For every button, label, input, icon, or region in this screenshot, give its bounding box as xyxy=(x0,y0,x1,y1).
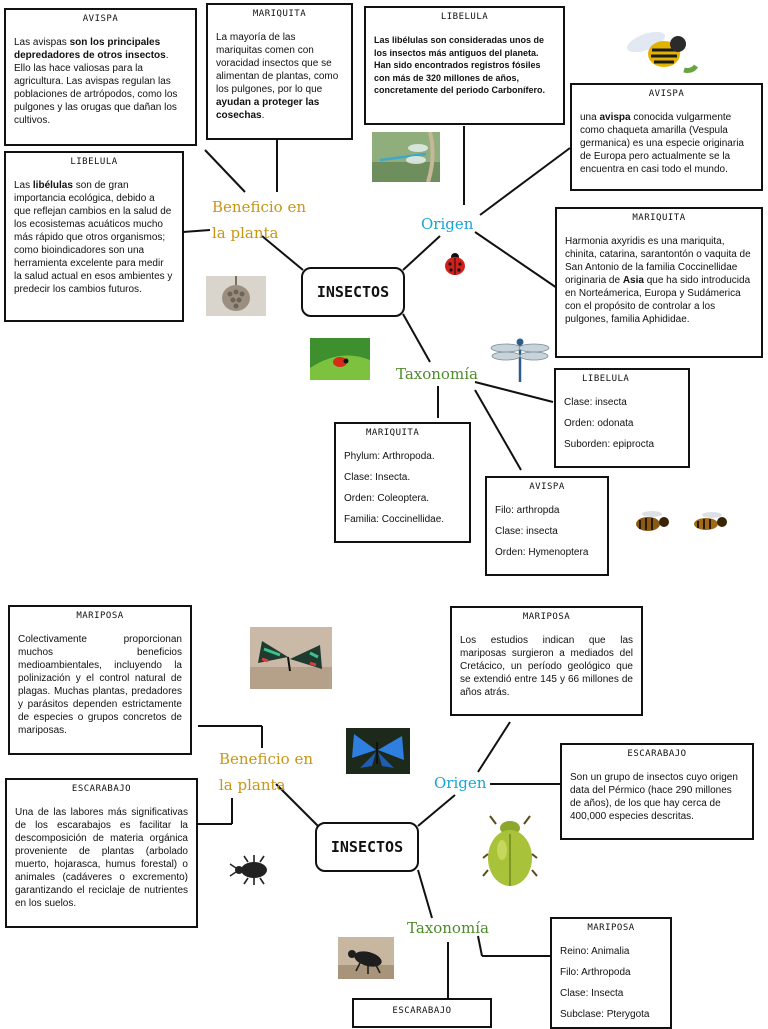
origen-mariquita-box: MARIQUITA Harmonia axyridis es una mariq… xyxy=(555,207,763,358)
box-title: MARIPOSA xyxy=(587,923,635,933)
wasp-photo-icon xyxy=(616,20,700,76)
box-item: Orden: Hymenoptera xyxy=(495,547,589,558)
box-title: MARIPOSA xyxy=(522,612,571,622)
box-item: Reino: Animalia xyxy=(560,946,630,957)
branch-origen-2: Origen xyxy=(434,774,487,792)
branch-origen: Origen xyxy=(421,215,474,233)
box-text: Las avispas son los principales depredad… xyxy=(14,37,178,126)
taxonomia-avispa-box: AVISPA Filo: arthropda Clase: insecta Or… xyxy=(485,476,609,576)
beetle-on-ground-photo-icon xyxy=(338,937,394,979)
origen-escarabajo-box: ESCARABAJO Son un grupo de insectos cuyo… xyxy=(560,743,754,840)
box-item: Clase: Insecta. xyxy=(344,472,411,483)
taxonomia-libelula-box: LIBELULA Clase: insecta Orden: odonata S… xyxy=(554,368,690,468)
wasps-pair-icon xyxy=(636,511,727,531)
box-text: Son un grupo de insectos cuyo origen dat… xyxy=(570,772,738,822)
beneficio-libelula-box: LIBELULA Las libélulas son de gran impor… xyxy=(4,151,184,322)
box-title: MARIPOSA xyxy=(76,611,124,621)
beneficio-mariposa-box: MARIPOSA Colectivamente proporcionan muc… xyxy=(8,605,192,755)
box-text: Colectivamente proporcionan muchos benef… xyxy=(18,634,182,736)
box-item: Phylum: Arthropoda. xyxy=(344,451,435,462)
box-title: AVISPA xyxy=(82,14,119,24)
origen-mariposa-box: MARIPOSA Los estudios indican que las ma… xyxy=(450,606,643,716)
box-title: MARIQUITA xyxy=(632,213,686,223)
ladybug-leaf-photo-icon xyxy=(310,338,370,380)
ladybug-icon xyxy=(445,253,465,275)
box-item: Orden: Coleoptera. xyxy=(344,493,430,504)
dragonfly-photo-icon xyxy=(372,132,440,182)
origen-libelula-box: LIBELULA Las libélulas son consideradas … xyxy=(364,6,565,125)
box-text: Las libélulas son consideradas unos de l… xyxy=(374,35,546,95)
box-text: Una de las labores más significativas de… xyxy=(15,807,188,909)
box-title: ESCARABAJO xyxy=(627,749,687,759)
scarab-green-icon xyxy=(482,815,538,886)
box-text: Harmonia axyridis es una mariquita, chin… xyxy=(565,236,751,325)
box-title: LIBELULA xyxy=(70,157,118,167)
box-title: MARIQUITA xyxy=(252,9,307,19)
beneficio-escarabajo-box: ESCARABAJO Una de las labores más signif… xyxy=(5,778,198,928)
dragonfly-icon xyxy=(490,338,550,382)
box-item: Filo: arthropda xyxy=(495,505,560,516)
box-title: ESCARABAJO xyxy=(71,784,132,794)
box-item: Clase: insecta xyxy=(564,397,627,408)
box-item: Filo: Arthropoda xyxy=(560,967,631,978)
taxonomia-mariquita-box: MARIQUITA Phylum: Arthropoda. Clase: Ins… xyxy=(334,422,471,543)
center-node-insectos: INSECTOS xyxy=(301,267,405,317)
box-title: AVISPA xyxy=(529,482,565,492)
branch-taxonomia-2: Taxonomía xyxy=(407,919,489,937)
box-title: AVISPA xyxy=(648,89,685,99)
box-item: Suborden: epiprocta xyxy=(564,439,655,450)
box-text: La mayoría de las mariquitas comen con v… xyxy=(216,32,339,121)
branch-beneficio: Beneficio en la planta xyxy=(212,198,306,242)
branch-taxonomia: Taxonomía xyxy=(396,365,478,383)
box-text: Los estudios indican que las mariposas s… xyxy=(460,635,633,698)
box-text: Las libélulas son de gran importancia ec… xyxy=(14,180,173,295)
origen-avispa-box: AVISPA una avispa conocida vulgarmente c… xyxy=(570,83,763,191)
wasp-nest-photo-icon xyxy=(206,276,266,316)
taxonomia-mariposa-box: MARIPOSA Reino: Animalia Filo: Arthropod… xyxy=(550,917,672,1029)
box-item: Subclase: Pterygota xyxy=(560,1009,650,1020)
center-node-insectos-2: INSECTOS xyxy=(315,822,419,872)
butterfly-green-photo-icon xyxy=(250,627,332,689)
butterfly-blue-photo-icon xyxy=(346,728,410,774)
box-item: Clase: Insecta xyxy=(560,988,624,999)
box-title: LIBELULA xyxy=(582,374,630,384)
box-item: Orden: odonata xyxy=(564,418,634,429)
branch-beneficio-2: Beneficio en la planta xyxy=(219,750,313,794)
box-title: ESCARABAJO xyxy=(392,1006,452,1016)
beneficio-avispa-box: AVISPA Las avispas son los principales d… xyxy=(4,8,197,146)
box-title: MARIQUITA xyxy=(366,428,420,438)
beetle-black-icon xyxy=(229,855,267,885)
box-title: LIBELULA xyxy=(440,12,489,22)
beneficio-mariquita-box: MARIQUITA La mayoría de las mariquitas c… xyxy=(206,3,353,140)
box-item: Familia: Coccinellidae. xyxy=(344,514,445,525)
box-item: Clase: insecta xyxy=(495,526,558,537)
box-text: una avispa conocida vulgarmente como cha… xyxy=(580,112,744,175)
